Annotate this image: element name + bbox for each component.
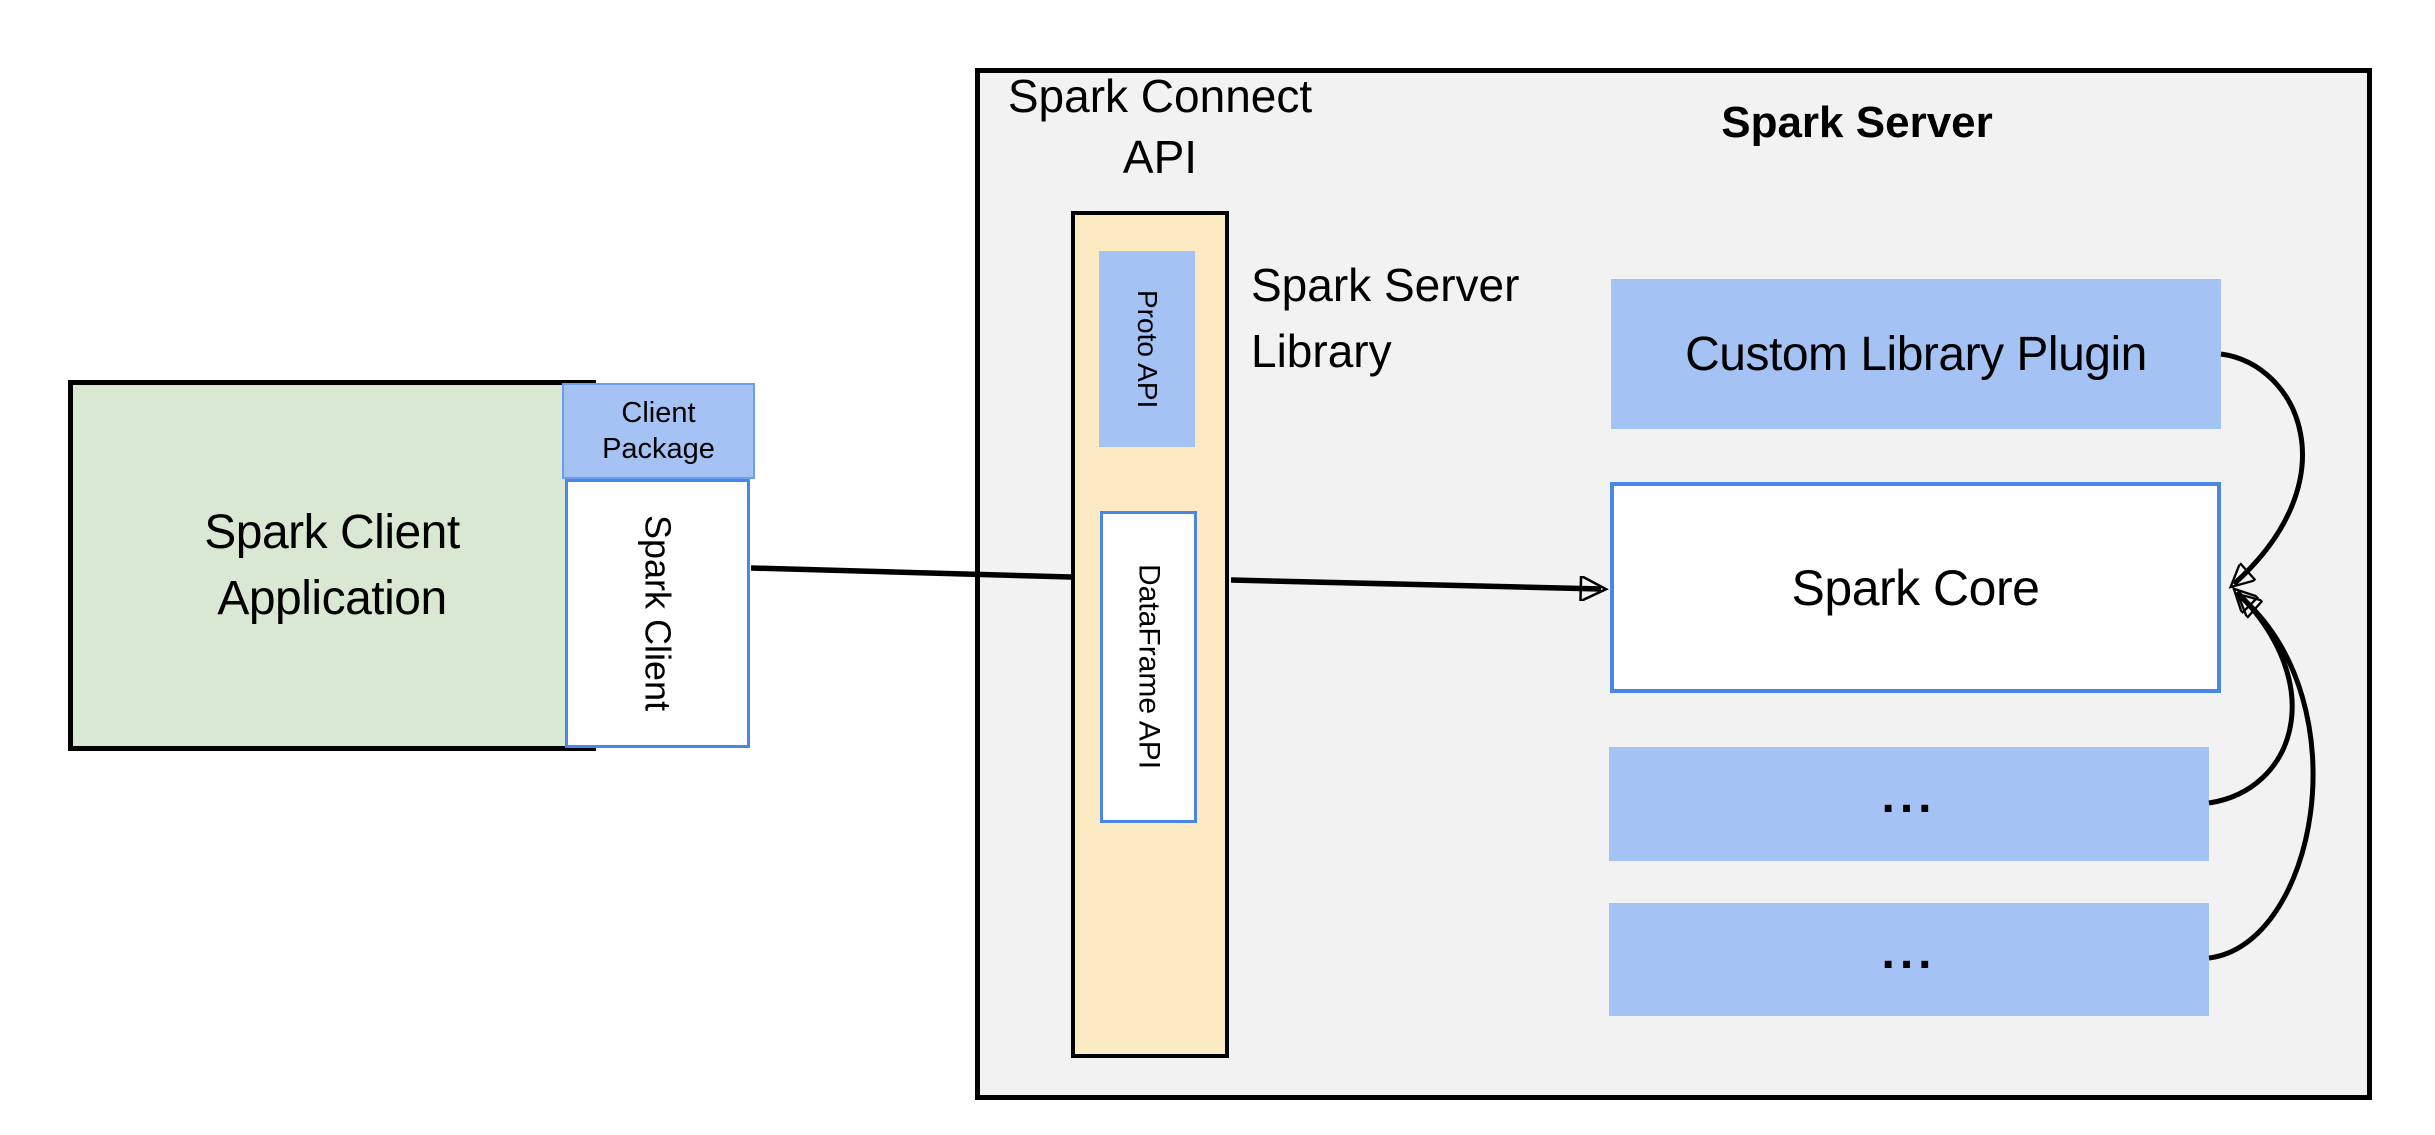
spark-core-label: Spark Core xyxy=(1791,559,2040,616)
proto-api-box: Proto API xyxy=(1099,251,1195,447)
client-package-box: Client Package xyxy=(562,383,755,479)
spark-client-box: Spark Client xyxy=(565,479,750,748)
custom-library-plugin-box: Custom Library Plugin xyxy=(1611,279,2221,429)
spark-connect-api-label: Spark Connect API xyxy=(1007,70,1313,183)
custom-library-plugin-label: Custom Library Plugin xyxy=(1685,327,2147,381)
spark-client-application-label: Spark Client Application xyxy=(204,505,460,625)
ellipsis-label-top: ... xyxy=(1881,770,1937,823)
spark-server-title: Spark Server xyxy=(1721,98,1993,147)
spark-client-application-box: Spark Client Application xyxy=(68,380,596,751)
dataframe-api-box: DataFrame API xyxy=(1100,511,1197,823)
client-package-label: Client Package xyxy=(602,397,715,465)
spark-core-box: Spark Core xyxy=(1610,482,2221,693)
proto-api-label: Proto API xyxy=(1132,289,1163,409)
dataframe-api-label: DataFrame API xyxy=(1132,564,1166,770)
spark-client-label: Spark Client xyxy=(637,515,679,712)
server-module-placeholder-top: ... xyxy=(1609,747,2209,861)
spark-server-library-label: Spark Server Library xyxy=(1251,259,1520,377)
server-module-placeholder-bottom: ... xyxy=(1609,903,2209,1016)
ellipsis-label-bottom: ... xyxy=(1881,925,1937,979)
